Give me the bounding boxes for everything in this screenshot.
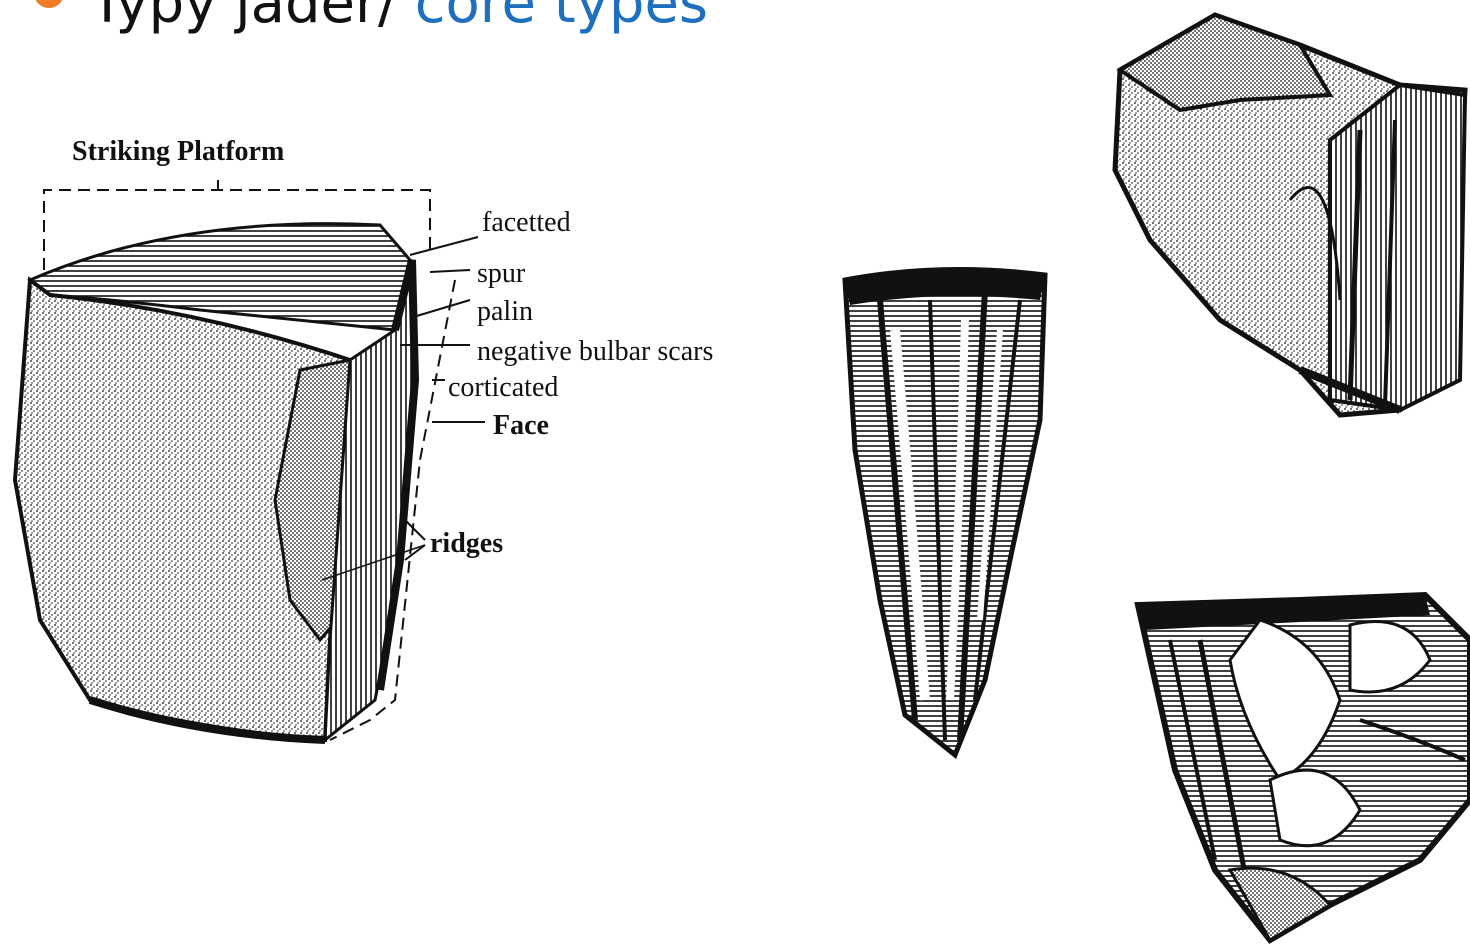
conical-blade-core-drawing bbox=[845, 270, 1045, 755]
blade-core-drawing bbox=[1138, 595, 1470, 940]
label-ridges: ridges bbox=[430, 528, 503, 559]
label-palin: palin bbox=[477, 296, 533, 327]
prismatic-core-drawing bbox=[1115, 15, 1465, 415]
label-facetted: facetted bbox=[482, 207, 571, 238]
label-striking-platform: Striking Platform bbox=[72, 136, 284, 167]
annotated-core-drawing: Striking Platform facetted spur palin ne… bbox=[15, 136, 713, 740]
label-face: Face bbox=[493, 410, 549, 441]
label-negative-bulbar-scars: negative bulbar scars bbox=[477, 336, 713, 367]
label-corticated: corticated bbox=[448, 372, 558, 403]
label-spur: spur bbox=[477, 258, 526, 289]
